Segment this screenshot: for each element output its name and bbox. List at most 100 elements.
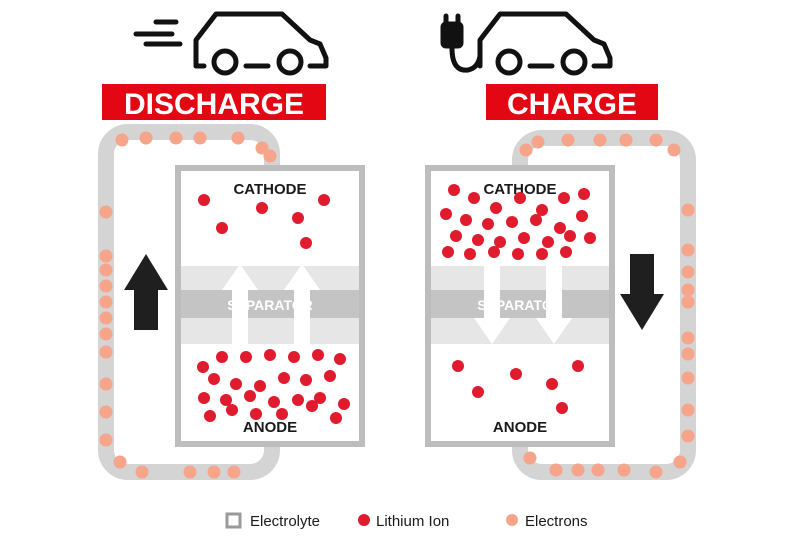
electron (571, 463, 585, 477)
lithium-ion (578, 188, 590, 200)
lithium-ion (510, 368, 522, 380)
electron (99, 405, 113, 419)
electron (519, 143, 533, 157)
electron (193, 131, 207, 145)
electron (135, 465, 149, 479)
lithium-ion (546, 378, 558, 390)
lithium-ion (204, 410, 216, 422)
lithium-ion (536, 204, 548, 216)
ion-flow-arrows-down (474, 266, 572, 344)
lithium-ion (268, 396, 280, 408)
lithium-ion (472, 386, 484, 398)
electron (673, 455, 687, 469)
electron (227, 465, 241, 479)
lithium-ion (264, 349, 276, 361)
electron (169, 131, 183, 145)
electron (263, 149, 277, 163)
electron (207, 465, 221, 479)
charge-title: CHARGE (507, 88, 637, 121)
electron (681, 243, 695, 257)
electron (681, 403, 695, 417)
lithium-ion (506, 216, 518, 228)
lithium-ion (300, 374, 312, 386)
discharge-cathode-label: CATHODE (233, 181, 306, 198)
lithium-ion (197, 361, 209, 373)
lithium-ion (306, 400, 318, 412)
charge-banner (486, 84, 658, 120)
lithium-ion (254, 380, 266, 392)
lithium-ion (460, 214, 472, 226)
electron (681, 203, 695, 217)
discharge-title: DISCHARGE (124, 88, 304, 121)
lithium-ion (558, 192, 570, 204)
electron (591, 463, 605, 477)
electron (593, 133, 607, 147)
electron (667, 143, 681, 157)
legend-electrolyte-swatch (225, 512, 242, 529)
lithium-ion (240, 351, 252, 363)
electron (649, 465, 663, 479)
charge-panel: CHARGE CATHODE SEPARATOR ANODE (425, 11, 696, 480)
lithium-ion (208, 373, 220, 385)
discharge-electrons (99, 131, 277, 479)
electron (99, 433, 113, 447)
lithium-ion (494, 236, 506, 248)
lithium-ion (536, 248, 548, 260)
electron (681, 429, 695, 443)
charge-anode-label: ANODE (493, 419, 547, 436)
legend: Electrolyte Lithium Ion Electrons (225, 512, 588, 530)
lithium-ion (216, 351, 228, 363)
lithium-ion (216, 222, 228, 234)
charge-cathode-label: CATHODE (483, 181, 556, 198)
electron (681, 331, 695, 345)
lithium-ion (518, 232, 530, 244)
lithium-ion (514, 192, 526, 204)
electron (115, 133, 129, 147)
lithium-ion (230, 378, 242, 390)
lithium-ion (288, 351, 300, 363)
electron (681, 265, 695, 279)
electron (183, 465, 197, 479)
lithium-ion (564, 230, 576, 242)
discharge-anode-label: ANODE (243, 419, 297, 436)
lithium-ion (560, 246, 572, 258)
lithium-ion (490, 202, 502, 214)
lithium-ion (440, 208, 452, 220)
electron (681, 295, 695, 309)
lithium-ion (300, 237, 312, 249)
electron (99, 345, 113, 359)
lithium-ion (542, 236, 554, 248)
lithium-ion (452, 360, 464, 372)
electron-flow-arrow-up (124, 254, 168, 330)
electron (99, 263, 113, 277)
lithium-ion (244, 390, 256, 402)
electron (231, 131, 245, 145)
lithium-ion (554, 222, 566, 234)
lithium-ion (450, 230, 462, 242)
legend-electrons-swatch (506, 514, 518, 526)
lithium-ion (278, 372, 290, 384)
electron (681, 371, 695, 385)
ion-flow-arrows-up (222, 264, 320, 344)
lithium-ion (442, 246, 454, 258)
electron-flow-arrow-down (620, 254, 664, 330)
lithium-ion (198, 194, 210, 206)
electron (255, 141, 269, 155)
lithium-ion (256, 202, 268, 214)
electron (99, 327, 113, 341)
lithium-ion (556, 402, 568, 414)
discharge-panel: DISCHARGE CATHODE SEPARATOR ANODE (98, 11, 365, 480)
lithium-ion (330, 412, 342, 424)
lithium-ion (482, 218, 494, 230)
legend-lithium-ion-swatch (358, 514, 370, 526)
electron (99, 295, 113, 309)
lithium-ion (292, 212, 304, 224)
lithium-ion (324, 370, 336, 382)
electron (99, 311, 113, 325)
lithium-ion (338, 398, 350, 410)
charge-electrons (519, 133, 695, 479)
legend-electrolyte-label: Electrolyte (250, 513, 320, 530)
lithium-ion (198, 392, 210, 404)
lithium-ion (572, 360, 584, 372)
